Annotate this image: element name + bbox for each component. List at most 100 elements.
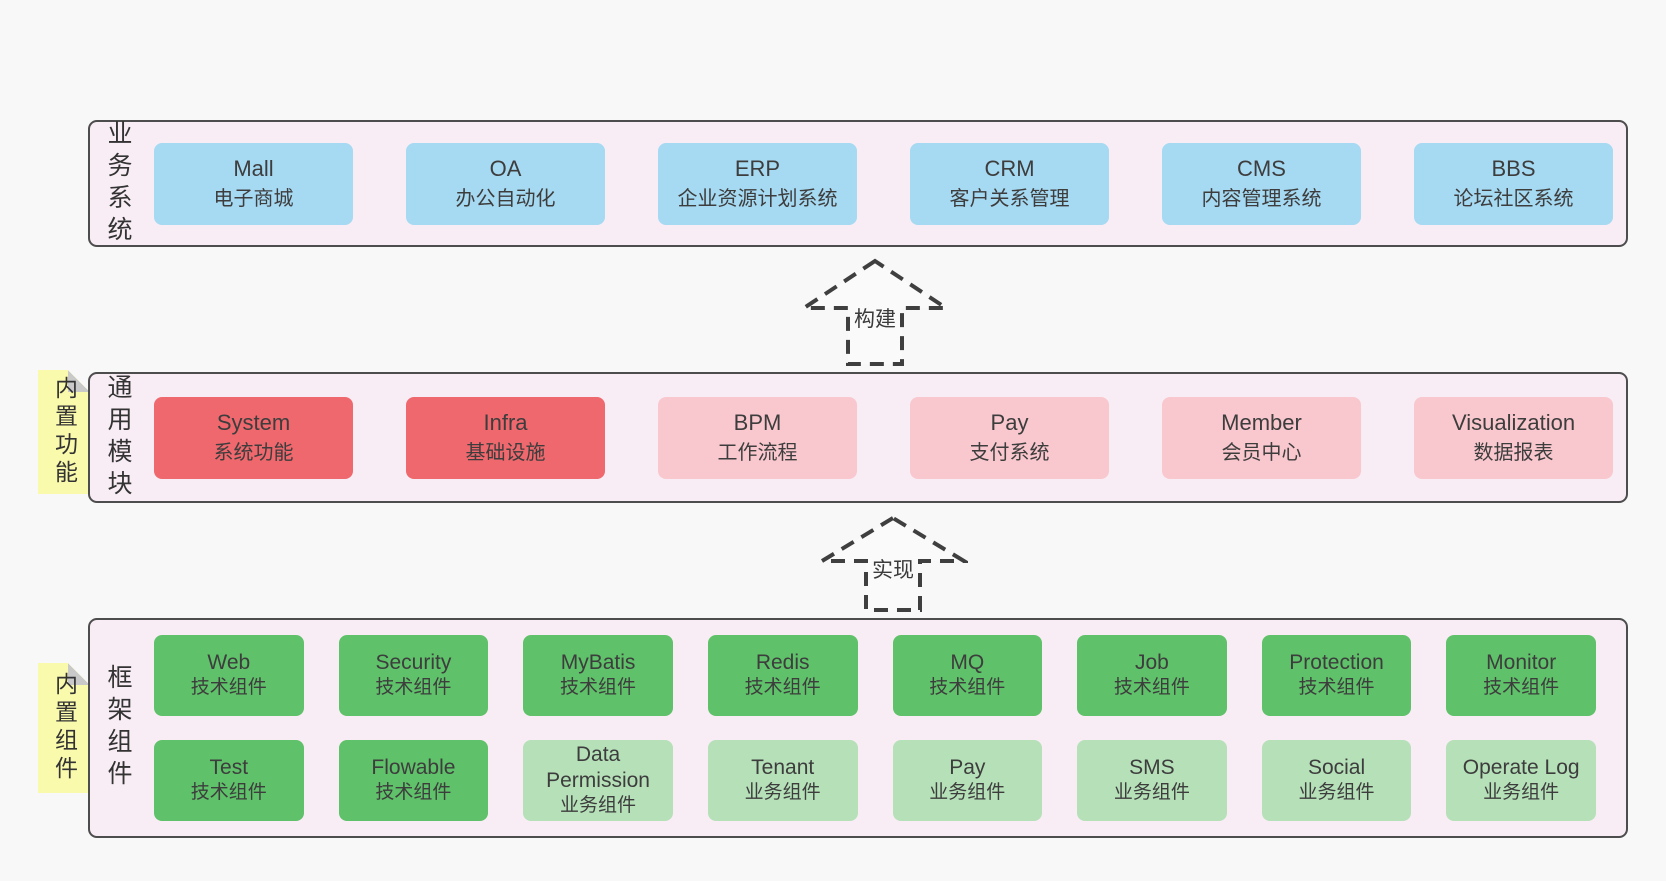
layer-common-modules: 通用模块 System 系统功能 Infra 基础设施 BPM 工作流程 Pay… [88,372,1628,503]
box-protection: Protection 技术组件 [1261,635,1412,716]
box-desc: 技术组件 [375,782,452,804]
box-crm: CRM 客户关系管理 [910,142,1109,225]
sticky-note-label: 内置组件 [51,672,78,784]
box-desc: 工作流程 [717,441,798,464]
box-desc: 系统功能 [213,441,294,464]
box-name: Pay [949,755,986,779]
box-desc: 内容管理系统 [1201,187,1322,210]
sticky-note-built-in-components: 内置组件 [38,663,90,793]
box-desc: 数据报表 [1473,441,1554,464]
sticky-note-built-in-features: 内置功能 [38,370,90,494]
box-name: ERP [734,156,781,182]
box-desc: 技术组件 [929,677,1006,699]
box-infra: Infra 基础设施 [406,396,605,479]
business-box-row: Mall 电子商城 OA 办公自动化 ERP 企业资源计划系统 CRM 客户关系… [154,122,1613,245]
box-desc: 业务组件 [1298,782,1375,804]
box-name: Protection [1289,650,1384,674]
box-name: MQ [950,650,985,674]
box-name: Flowable [371,755,456,779]
box-name: Operate Log [1462,755,1580,779]
arrow-label: 构建 [852,303,898,334]
layer-label: 通用模块 [104,373,132,502]
layer-label: 框架组件 [104,664,132,792]
box-desc: 业务组件 [560,795,637,817]
box-erp: ERP 企业资源计划系统 [658,142,857,225]
box-pay-system: Pay 支付系统 [910,396,1109,479]
box-pay-component: Pay 业务组件 [892,740,1043,821]
box-name: CMS [1237,156,1286,182]
box-data-permission: Data Permission 业务组件 [523,740,673,821]
box-desc: 会员中心 [1221,441,1302,464]
box-desc: 业务组件 [1113,782,1190,804]
box-name: Web [207,650,251,674]
box-social: Social 业务组件 [1261,740,1412,821]
sticky-note-label: 内置功能 [51,376,78,488]
box-monitor: Monitor 技术组件 [1446,635,1596,716]
box-desc: 技术组件 [1113,677,1190,699]
framework-row-1: Web 技术组件 Security 技术组件 MyBatis 技术组件 Redi… [154,635,1596,716]
box-desc: 论坛社区系统 [1453,187,1574,210]
arrow-implement: 实现 [818,514,968,614]
framework-box-grid: Web 技术组件 Security 技术组件 MyBatis 技术组件 Redi… [154,635,1596,821]
box-security: Security 技术组件 [338,635,489,716]
box-desc: 办公自动化 [455,187,556,210]
box-desc: 技术组件 [744,677,821,699]
box-member: Member 会员中心 [1162,396,1361,479]
box-name: Job [1135,650,1169,674]
box-test: Test 技术组件 [154,740,304,821]
box-name: System [216,410,291,436]
box-name: CRM [984,156,1035,182]
layer-framework-components: 框架组件 Web 技术组件 Security 技术组件 MyBatis 技术组件… [88,618,1628,838]
box-operate-log: Operate Log 业务组件 [1446,740,1596,821]
arrow-build: 构建 [800,257,950,368]
box-name: SMS [1129,755,1175,779]
box-name: BPM [733,410,782,436]
box-desc: 客户关系管理 [949,187,1070,210]
arrow-label: 实现 [870,554,916,584]
box-desc: 业务组件 [1483,782,1560,804]
box-desc: 电子商城 [213,187,294,210]
box-oa: OA 办公自动化 [406,142,605,225]
box-system: System 系统功能 [154,396,353,479]
box-desc: 技术组件 [1483,677,1560,699]
box-tenant: Tenant 业务组件 [707,740,858,821]
layer-label: 业务系统 [104,119,132,248]
box-cms: CMS 内容管理系统 [1162,142,1361,225]
box-desc: 基础设施 [465,441,546,464]
box-redis: Redis 技术组件 [707,635,858,716]
box-bbs: BBS 论坛社区系统 [1414,142,1613,225]
box-name: Infra [483,410,528,436]
box-name: OA [489,156,522,182]
box-desc: 业务组件 [744,782,821,804]
box-name: BBS [1491,156,1536,182]
box-name: Visualization [1451,410,1576,436]
box-desc: 企业资源计划系统 [677,187,838,210]
box-job: Job 技术组件 [1077,635,1227,716]
layer-business-systems: 业务系统 Mall 电子商城 OA 办公自动化 ERP 企业资源计划系统 CRM… [88,119,1628,248]
box-name: Mall [233,156,274,182]
box-desc: 支付系统 [969,441,1050,464]
box-name: Pay [990,410,1029,436]
box-desc: 技术组件 [190,782,267,804]
box-mq: MQ 技术组件 [892,635,1043,716]
box-web: Web 技术组件 [154,635,304,716]
box-name: MyBatis [560,650,636,674]
box-desc: 业务组件 [929,782,1006,804]
box-sms: SMS 业务组件 [1077,740,1227,821]
box-visualization: Visualization 数据报表 [1414,396,1613,479]
box-mybatis: MyBatis 技术组件 [523,635,673,716]
box-desc: 技术组件 [1298,677,1375,699]
box-name: Member [1221,410,1302,436]
box-desc: 技术组件 [560,677,637,699]
box-name: Tenant [751,755,815,779]
box-bpm: BPM 工作流程 [658,396,857,479]
box-name: Monitor [1486,650,1557,674]
box-name: Redis [755,650,810,674]
framework-row-2: Test 技术组件 Flowable 技术组件 Data Permission … [154,740,1596,821]
box-desc: 技术组件 [375,677,452,699]
box-desc: 技术组件 [190,677,267,699]
box-mall: Mall 电子商城 [154,142,353,225]
modules-box-row: System 系统功能 Infra 基础设施 BPM 工作流程 Pay 支付系统… [154,374,1613,501]
box-flowable: Flowable 技术组件 [338,740,489,821]
